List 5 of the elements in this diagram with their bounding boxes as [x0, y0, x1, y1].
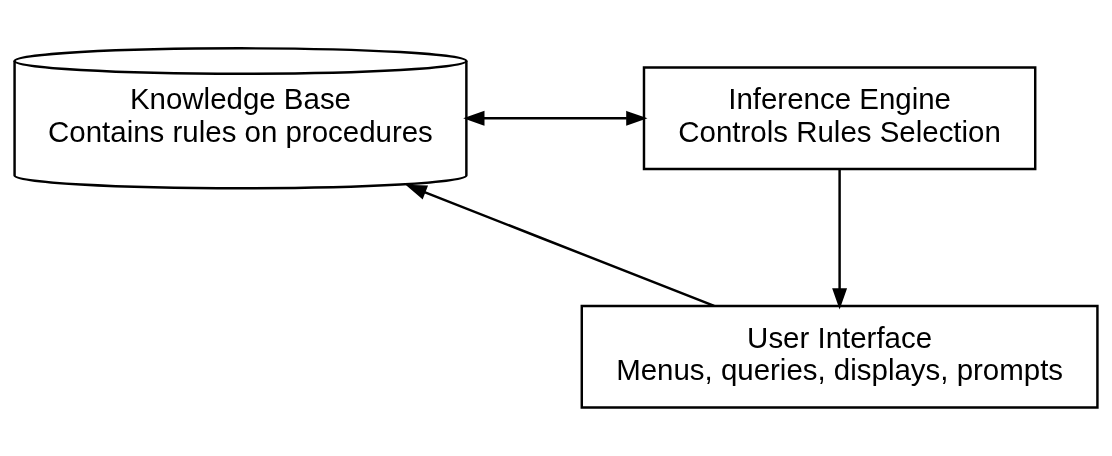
node-box: User Interface Menus, queries, displays, prompts	[580, 304, 1099, 409]
arrow	[405, 184, 715, 307]
node-box: Inference Engine Controls Rules Selection	[642, 66, 1037, 171]
arrow	[463, 110, 648, 126]
arrow	[832, 169, 848, 310]
